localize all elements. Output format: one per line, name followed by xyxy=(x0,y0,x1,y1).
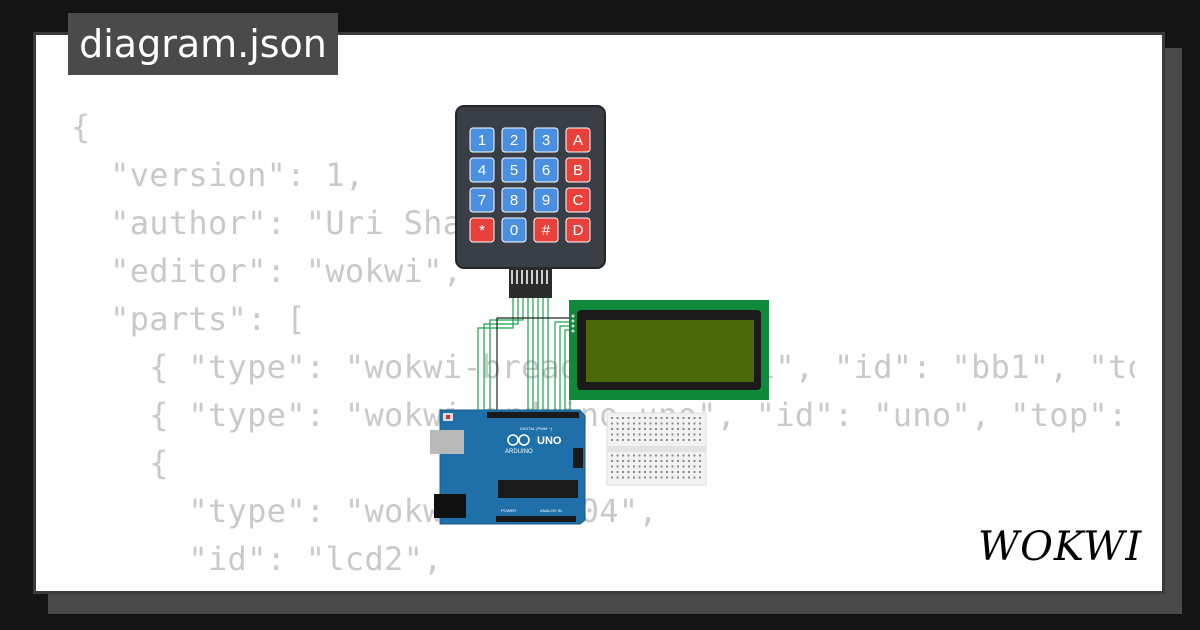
keypad-key-label: B xyxy=(573,162,583,179)
power-jack xyxy=(434,494,466,518)
keypad-key-label: 5 xyxy=(510,162,518,179)
keypad-connector xyxy=(509,268,552,298)
code-line: "top": -106.6, xyxy=(71,583,1135,591)
code-line: "editor": "wokwi", xyxy=(71,252,463,290)
keypad-key-label: 6 xyxy=(542,162,550,179)
keypad-key-C[interactable]: C xyxy=(565,187,591,213)
keypad-key-8[interactable]: 8 xyxy=(501,187,527,213)
power-header-label: POWER xyxy=(501,508,516,513)
keypad-key-label: D xyxy=(573,222,584,239)
arduino-uno-board[interactable]: UNO ARDUINO DIGITAL (PWM ~) POWER ANALOG… xyxy=(430,409,586,525)
keypad-key-0[interactable]: 0 xyxy=(501,217,527,243)
arduino-brand-label: ARDUINO xyxy=(505,449,533,455)
keypad-key-5[interactable]: 5 xyxy=(501,157,527,183)
file-name-tab[interactable]: diagram.json xyxy=(68,13,338,75)
keypad-key-*[interactable]: * xyxy=(469,217,495,243)
keypad-key-label: 1 xyxy=(478,132,486,149)
arduino-model-label: UNO xyxy=(537,435,562,447)
code-line: { xyxy=(71,444,169,482)
usb-port xyxy=(430,430,464,454)
code-line: "parts": [ xyxy=(71,300,306,338)
keypad-key-4[interactable]: 4 xyxy=(469,157,495,183)
keypad-key-A[interactable]: A xyxy=(565,127,591,153)
keypad-key-label: A xyxy=(573,132,583,149)
keypad-key-9[interactable]: 9 xyxy=(533,187,559,213)
analog-header-label: ANALOG IN xyxy=(540,508,562,513)
digital-header-label: DIGITAL (PWM ~) xyxy=(520,426,553,431)
keypad-key-label: * xyxy=(479,222,485,239)
wokwi-logo: WOKWI xyxy=(978,524,1143,570)
keypad-key-3[interactable]: 3 xyxy=(533,127,559,153)
keypad-key-label: 0 xyxy=(510,222,518,239)
keypad-key-#[interactable]: # xyxy=(533,217,559,243)
keypad-key-D[interactable]: D xyxy=(565,217,591,243)
code-line: "version": 1, xyxy=(71,156,365,194)
code-line: { xyxy=(71,108,91,146)
microcontroller-chip xyxy=(498,480,578,498)
keypad-key-label: 8 xyxy=(510,192,518,209)
keypad-key-6[interactable]: 6 xyxy=(533,157,559,183)
keypad-key-label: # xyxy=(542,222,551,239)
keypad-key-label: 4 xyxy=(478,162,486,179)
keypad-key-label: C xyxy=(573,192,584,209)
keypad-key-label: 2 xyxy=(510,132,518,149)
keypad-key-7[interactable]: 7 xyxy=(469,187,495,213)
analog-header xyxy=(496,516,576,522)
mini-breadboard[interactable] xyxy=(606,412,707,486)
keypad-key-label: 7 xyxy=(478,192,486,209)
keypad-key-2[interactable]: 2 xyxy=(501,127,527,153)
lcd-display[interactable] xyxy=(569,300,769,400)
code-line: "id": "lcd2", xyxy=(71,540,443,578)
keypad-key-label: 9 xyxy=(542,192,550,209)
keypad-key-1[interactable]: 1 xyxy=(469,127,495,153)
keypad-key-B[interactable]: B xyxy=(565,157,591,183)
keypad[interactable]: 1 2 3 A 4 5 6 B 7 8 9 C * 0 # D xyxy=(455,105,606,298)
digital-header xyxy=(487,412,579,418)
keypad-key-label: 3 xyxy=(542,132,550,149)
